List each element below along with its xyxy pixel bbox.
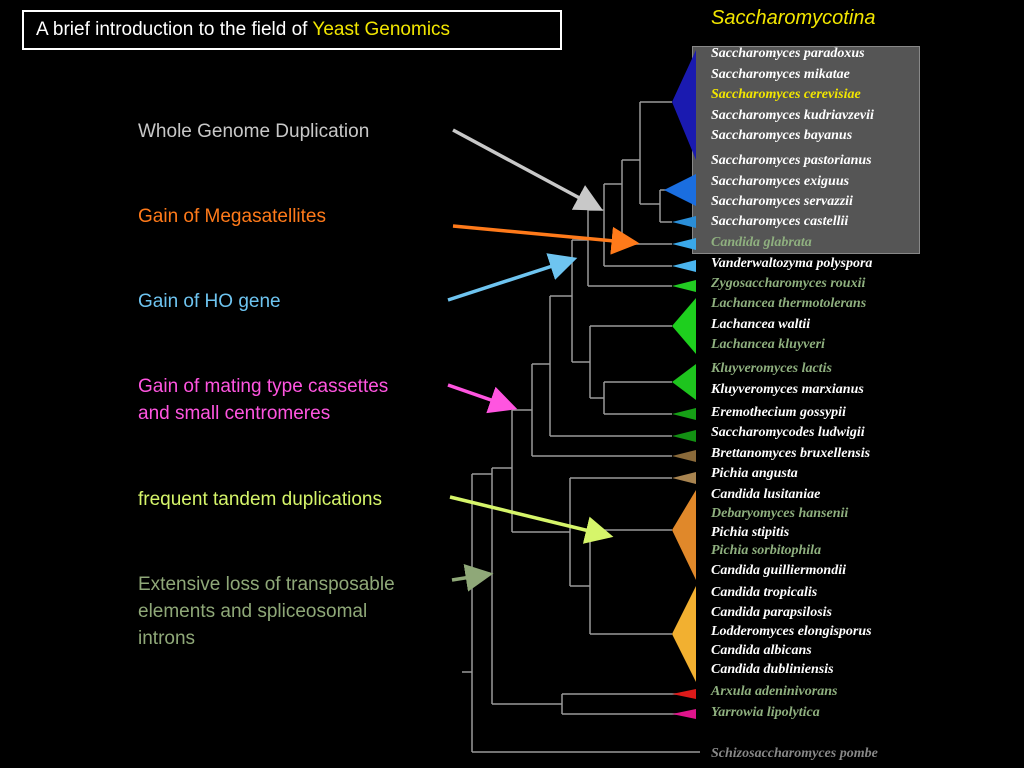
species-label: Pichia stipitis — [711, 525, 790, 540]
arrow-ho-gene — [447, 253, 578, 302]
event-line: Gain of mating type cassettes — [138, 376, 389, 397]
branch-saccharomyces-sensu-stricto — [622, 101, 672, 204]
triangle-cug-clade-a — [672, 490, 696, 580]
species-label: Saccharomyces castellii — [711, 214, 849, 229]
species-label: Brettanomyces bruxellensis — [711, 446, 871, 461]
triangle-eremothecium — [672, 408, 696, 420]
branch-arxula-yarrowia — [561, 693, 690, 715]
species-label: Candida guilliermondii — [711, 563, 846, 578]
clade-label: Saccharomycotina — [711, 7, 876, 29]
branch-cug-clade — [569, 477, 672, 635]
triangle-vanderwaltozyma — [672, 260, 696, 272]
triangle-yarrowia — [672, 709, 696, 719]
species-label: Schizosaccharomyces pombe — [711, 746, 878, 761]
arrow-wgd — [452, 128, 604, 211]
species-label: Saccharomyces servazzii — [711, 194, 853, 209]
wgd-clade-highlight-box — [692, 46, 920, 254]
triangle-glabrata — [672, 238, 696, 250]
species-label: Yarrowia lipolytica — [711, 705, 820, 720]
event-line: Whole Genome Duplication — [138, 121, 370, 142]
branch-saccharomyces-sensu-lato — [640, 189, 672, 223]
species-label: Arxula adeninivorans — [711, 684, 838, 699]
branch-lachancea-kluyveromyces — [589, 325, 672, 415]
species-label: Saccharomyces kudriavzevii — [711, 108, 874, 123]
species-label: Lachancea kluyveri — [711, 337, 825, 352]
species-label: Saccharomyces pastorianus — [711, 153, 872, 168]
species-label: Lachancea thermotolerans — [711, 296, 867, 311]
triangle-sensu-lato — [664, 174, 696, 206]
event-ho-gene: Gain of HO gene — [138, 288, 281, 315]
event-wgd: Whole Genome Duplication — [138, 118, 369, 145]
triangle-brettanomyces — [672, 450, 696, 462]
title-prefix: A brief introduction to the field of — [36, 19, 313, 40]
event-line: Gain of HO gene — [138, 291, 281, 312]
triangle-kluyveromyces — [672, 364, 696, 400]
species-label: Candida parapsilosis — [711, 605, 832, 620]
event-line: frequent tandem duplications — [138, 489, 382, 510]
species-label: Zygosaccharomyces rouxii — [711, 276, 866, 291]
arrow-mating-cassettes — [447, 383, 518, 414]
triangle-lachancea — [672, 298, 696, 354]
branch-candida-glabrata — [604, 160, 672, 245]
species-label: Pichia angusta — [711, 466, 798, 481]
species-label: Eremothecium gossypii — [711, 405, 846, 420]
event-arrows — [447, 128, 640, 592]
species-label: Saccharomycodes ludwigii — [711, 425, 865, 440]
event-line: introns — [138, 628, 196, 649]
species-label: Kluyveromyces marxianus — [711, 382, 864, 397]
species-label: Candida tropicalis — [711, 585, 818, 600]
title-highlight: Yeast Genomics — [312, 19, 451, 40]
branch-root — [462, 474, 700, 753]
event-mating-cassettes: Gain of mating type cassettes and small c… — [138, 373, 388, 427]
species-label: Debaryomyces hansenii — [711, 506, 849, 521]
species-label: Candida dubliniensis — [711, 662, 834, 677]
species-label: Candida glabrata — [711, 235, 812, 250]
species-label: Pichia sorbitophila — [711, 543, 822, 558]
species-label: Saccharomyces bayanus — [711, 128, 853, 143]
arrow-transposon-loss — [451, 563, 494, 592]
species-label: Candida lusitaniae — [711, 487, 821, 502]
species-label: Candida albicans — [711, 643, 812, 658]
clade-triangles — [664, 50, 696, 719]
triangle-pichia-angusta — [672, 472, 696, 484]
triangle-cug-clade-b — [672, 586, 696, 682]
event-line: and small centromeres — [138, 403, 331, 424]
species-label: Saccharomyces exiguus — [711, 174, 850, 189]
species-label: Vanderwaltozyma polyspora — [711, 256, 873, 271]
event-tandem-duplications: frequent tandem duplications — [138, 486, 382, 513]
branch-cug-saccharomycetaceae — [492, 410, 570, 533]
event-megasatellites: Gain of Megasatellites — [138, 203, 326, 230]
branch-saccharomycotina — [472, 468, 562, 705]
species-label: Lodderomyces elongisporus — [711, 624, 872, 639]
event-line: elements and spliceosomal — [138, 601, 368, 622]
triangle-arxula — [672, 689, 696, 699]
event-transposon-loss: Extensive loss of transposable elements a… — [138, 571, 395, 652]
species-label: Saccharomyces mikatae — [711, 67, 850, 82]
species-label: Saccharomyces paradoxus — [711, 46, 865, 61]
event-line: Gain of Megasatellites — [138, 206, 326, 227]
branch-brettanomyces — [512, 364, 672, 457]
arrow-megasatellites — [452, 224, 640, 255]
species-label: Kluyveromyces lactis — [711, 361, 832, 376]
triangle-sensu-stricto — [672, 50, 696, 160]
slide-title: A brief introduction to the field of Yea… — [22, 10, 562, 50]
triangle-castellii — [672, 216, 696, 228]
arrow-tandem-duplications — [449, 495, 614, 544]
branch-zygo-kluy — [550, 240, 590, 363]
species-label: Lachancea waltii — [711, 317, 811, 332]
event-line: Extensive loss of transposable — [138, 574, 395, 595]
triangle-saccharomycodes — [672, 430, 696, 442]
triangle-zygosaccharomyces — [672, 280, 696, 292]
branch-saccharomycodes — [532, 296, 672, 437]
species-label: Saccharomyces cerevisiae — [711, 87, 861, 102]
